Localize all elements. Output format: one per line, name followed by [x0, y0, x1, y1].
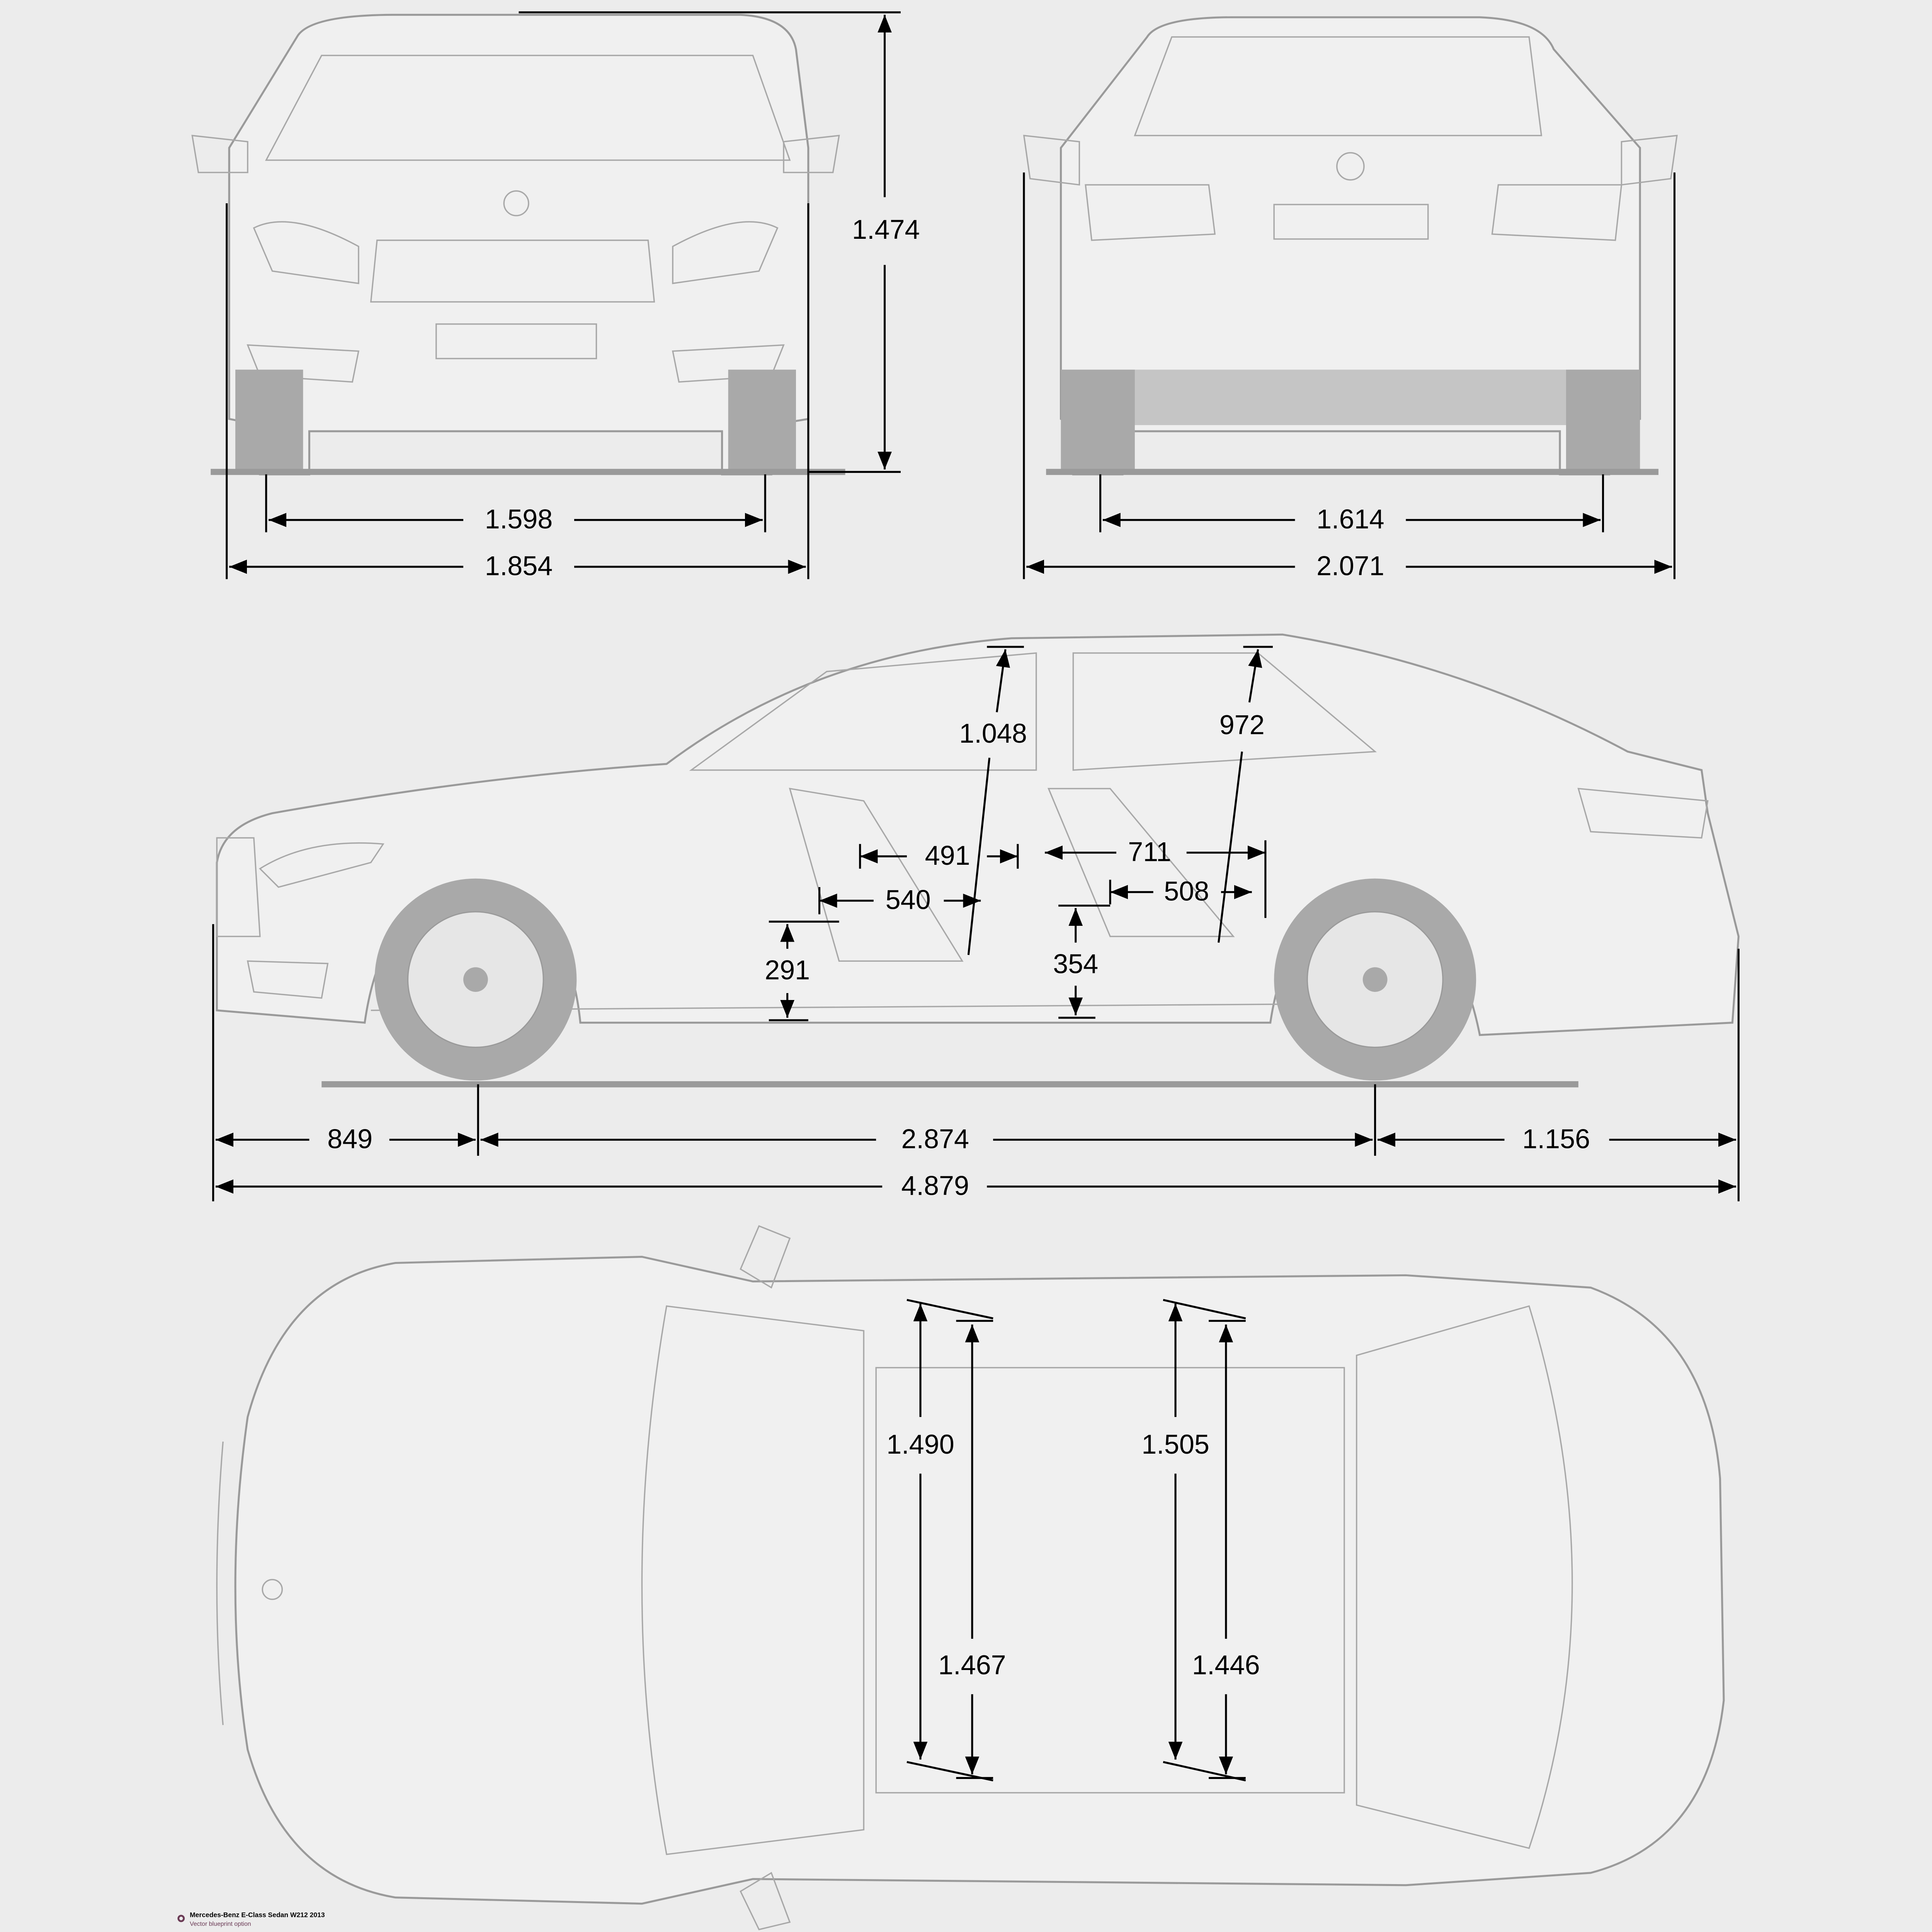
- caption-title: Mercedes-Benz E-Class Sedan W212 2013: [190, 1911, 325, 1919]
- brand-ring-icon: [177, 1915, 185, 1922]
- front-hip-label: 1.467: [938, 1650, 1006, 1680]
- rear-wheel: [1274, 878, 1476, 1081]
- rear-view: 1.614 2.071: [1023, 16, 1678, 581]
- rear-width-label: 2.071: [1316, 551, 1384, 581]
- front-view: 1.474 1.598 1.854: [191, 11, 920, 581]
- front-wheel: [374, 878, 577, 1081]
- rear-seat-height-label: 354: [1053, 949, 1098, 979]
- front-height-label: 1.474: [852, 214, 920, 245]
- front-headroom-label: 1.048: [959, 718, 1027, 748]
- side-view: 1.048 972 491 711 540 508 291 354 849: [212, 633, 1740, 1202]
- length-label: 4.879: [901, 1170, 969, 1201]
- rear-hip-label: 1.446: [1192, 1650, 1260, 1680]
- rear-cushion-label: 508: [1164, 876, 1209, 906]
- top-view: 1.490 1.467 1.505 1.446: [216, 1225, 1725, 1930]
- wheelbase-label: 2.874: [901, 1123, 969, 1154]
- caption-subtitle: Vector blueprint option: [190, 1921, 251, 1927]
- front-track-label: 1.598: [485, 503, 553, 534]
- front-width-label: 1.854: [485, 551, 553, 581]
- rear-shoulder-label: 1.505: [1141, 1429, 1209, 1459]
- rear-overhang-label: 1.156: [1522, 1123, 1590, 1154]
- front-overhang-label: 849: [327, 1123, 372, 1154]
- rear-legroom-label: 711: [1128, 836, 1171, 867]
- rear-headroom-label: 972: [1219, 709, 1265, 740]
- front-seat-height-label: 291: [765, 954, 810, 985]
- front-seat-depth-label: 491: [925, 840, 970, 871]
- caption: Mercedes-Benz E-Class Sedan W212 2013 Ve…: [177, 1911, 325, 1927]
- rear-track-label: 1.614: [1316, 503, 1384, 534]
- front-cushion-label: 540: [886, 884, 931, 915]
- front-shoulder-label: 1.490: [886, 1429, 954, 1459]
